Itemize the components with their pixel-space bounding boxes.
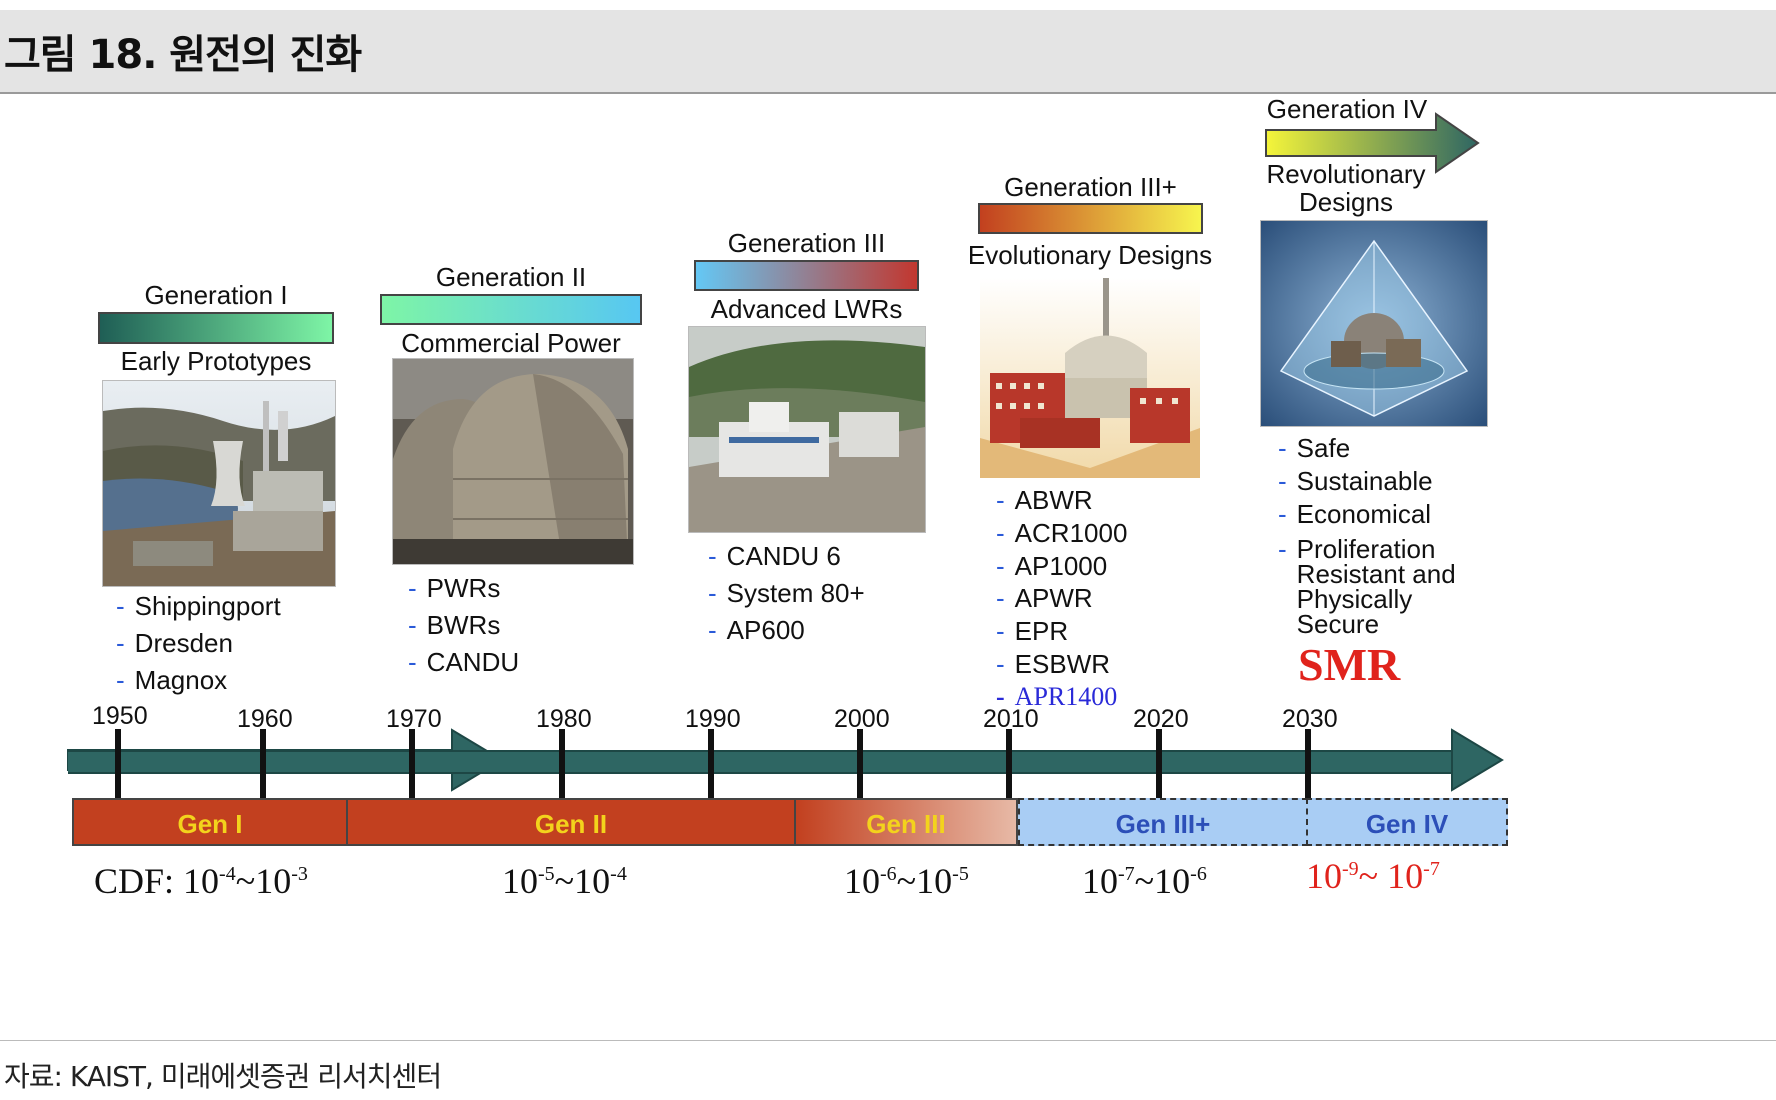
timeline-tick [260, 729, 266, 799]
gen1-bar [98, 312, 334, 344]
list-item: -Sustainable [1278, 466, 1433, 496]
gen3plus-subtitle: Evolutionary Designs [967, 240, 1213, 270]
timeline-arrow-head [1451, 728, 1504, 792]
gen3-reactor-list: -CANDU 6 -System 80+ -AP600 [708, 538, 865, 649]
timeline-tick [1156, 729, 1162, 799]
timeline-tick [559, 729, 565, 799]
list-item: -ESBWR [996, 648, 1111, 679]
cdf-range-gen3plus: 10-7~10-6 [1082, 861, 1207, 901]
list-item: -CANDU [408, 647, 520, 677]
gen2-subtitle: Commercial Power [401, 328, 621, 358]
cdf-range-gen4: 10-9~ 10-7 [1306, 856, 1440, 896]
gen4-subtitle: Revolutionary Designs [1266, 159, 1426, 217]
list-item-apr1400: -APR1400 [996, 681, 1118, 711]
year-label: 2000 [834, 705, 890, 733]
figure-header [0, 10, 1776, 94]
list-item: -ABWR [996, 485, 1093, 515]
list-item: -ACR1000 [996, 517, 1128, 548]
year-label: 1970 [386, 705, 442, 733]
list-item: -APWR [996, 583, 1093, 614]
cdf-range-gen2: 10-5~10-4 [502, 861, 627, 901]
gen3-plant-photo [688, 326, 926, 533]
gen2-title: Generation II [435, 262, 587, 292]
gen1-title: Generation I [144, 280, 288, 310]
gen4-feature-list: -Safe -Sustainable -Economical -Prolifer… [1278, 432, 1457, 637]
gen-band-2: Gen II [348, 798, 796, 846]
smr-label: SMR [1298, 639, 1401, 690]
gen3plus-reactor-list: -ABWR -ACR1000 -AP1000 -APWR -EPR -ESBWR… [996, 484, 1127, 714]
list-item: -System 80+ [708, 578, 865, 608]
source-note: 자료: KAIST, 미래에셋증권 리서치센터 [4, 1060, 442, 1093]
gen4-title: Generation IV [1266, 94, 1428, 124]
gen-band-1: Gen I [72, 798, 348, 846]
gen2-reactor-list: -PWRs -BWRs -CANDU [408, 570, 519, 681]
gen1-reactor-list: -Shippingport -Dresden -Magnox [116, 588, 281, 699]
list-item: -AP1000 [996, 550, 1108, 581]
gen3plus-plant-render [980, 278, 1200, 478]
gen3-subtitle: Advanced LWRs [710, 294, 903, 324]
gen3plus-title: Generation III+ [1004, 172, 1177, 202]
timeline-tick [1006, 729, 1012, 799]
gen-band-3plus: Gen III+ [1018, 798, 1308, 846]
list-item: -BWRs [408, 610, 501, 640]
timeline-tick [1305, 729, 1311, 799]
list-item: -AP600 [708, 615, 805, 645]
figure-title: 그림 18. 원전의 진화 [4, 32, 362, 78]
list-item: -PWRs [408, 573, 501, 603]
gen3-title: Generation III [727, 228, 886, 258]
list-item: -Economical [1278, 499, 1432, 529]
list-item: -Proliferation Resistant and Physically … [1278, 534, 1456, 639]
year-label: 1960 [237, 705, 293, 733]
year-label: 2010 [983, 705, 1039, 733]
gen3plus-bar [978, 203, 1203, 234]
timeline-arrow-shaft [68, 750, 1454, 774]
gen-band-3: Gen III [796, 798, 1018, 846]
gen1-plant-photo [102, 380, 336, 587]
year-label: 1980 [536, 705, 592, 733]
gen4-concept-image [1260, 220, 1488, 427]
timeline-tick [857, 729, 863, 799]
list-item: -EPR [996, 616, 1069, 647]
timeline-tick [115, 729, 121, 799]
list-item: -Dresden [116, 628, 233, 658]
gen2-plant-photo [392, 358, 634, 565]
year-label: 2030 [1282, 705, 1338, 733]
footer-divider [0, 1040, 1776, 1041]
gen4-arrow-bar [1265, 112, 1480, 174]
year-label: 2020 [1133, 705, 1189, 733]
cdf-range-gen3: 10-6~10-5 [844, 861, 969, 901]
timeline-tick [409, 729, 415, 799]
list-item: -Shippingport [116, 591, 281, 621]
list-item: -Magnox [116, 665, 228, 695]
cdf-range-gen1: CDF: 10-4~10-3 [94, 861, 308, 901]
gen2-bar [380, 294, 642, 325]
timeline-tick [708, 729, 714, 799]
gen-band-4: Gen IV [1306, 798, 1508, 846]
year-label: 1990 [685, 705, 741, 733]
list-item: -CANDU 6 [708, 541, 841, 571]
gen3-bar [694, 260, 919, 291]
year-label: 1950 [92, 702, 148, 730]
list-item: -Safe [1278, 433, 1351, 463]
gen1-subtitle: Early Prototypes [120, 346, 312, 376]
